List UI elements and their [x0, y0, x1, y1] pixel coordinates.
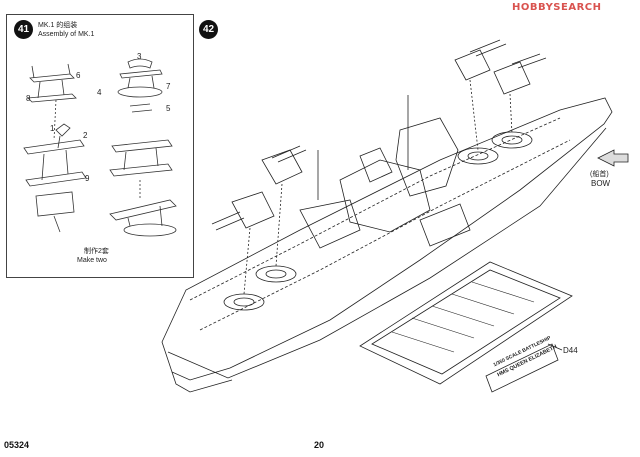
turret-ring-b — [255, 265, 297, 283]
part-number-6: 6 — [76, 71, 81, 80]
step-41-badge: 41 — [14, 20, 33, 39]
step-42-badge: 42 — [199, 20, 218, 39]
turret-a — [454, 49, 491, 81]
hobbysearch-watermark: HOBBYSEARCH — [512, 2, 602, 13]
superstructure — [339, 159, 431, 233]
funnel — [359, 147, 393, 183]
upper-wing-part — [29, 73, 75, 83]
bow-label-en: BOW — [591, 179, 611, 188]
nameplate-outline — [485, 343, 559, 393]
bridge-tower — [395, 117, 459, 197]
turret-ring-c — [457, 147, 499, 165]
step-41-title-cn: MK.1 的组装 — [38, 22, 78, 29]
part-number-7: 7 — [166, 82, 171, 91]
turret-c — [261, 149, 303, 185]
turret-b — [493, 61, 531, 95]
page-number: 20 — [314, 440, 325, 450]
step-41-title-en: Assembly of MK.1 — [38, 31, 95, 38]
part-number-3: 3 — [137, 52, 142, 61]
make-two-note-en: Make two — [77, 257, 107, 264]
bow-arrow — [597, 149, 629, 167]
part-number-2: 2 — [83, 131, 88, 140]
make-two-note-cn: 制作2套 — [84, 248, 109, 255]
turret-d — [231, 191, 275, 229]
part-number-4: 4 — [97, 88, 102, 97]
part-number-1: 1 — [50, 124, 55, 133]
part-number-5: 5 — [166, 104, 171, 113]
bow-label-cn: (船首) — [590, 171, 609, 178]
part-label-d44: D44 — [563, 346, 578, 355]
turret-ring-d — [491, 131, 533, 149]
display-stand — [359, 261, 573, 385]
part-number-9: 9 — [85, 174, 90, 183]
turret-ring-a — [223, 293, 265, 311]
lower-wing-part — [27, 93, 77, 103]
kit-number: 05324 — [4, 440, 30, 450]
